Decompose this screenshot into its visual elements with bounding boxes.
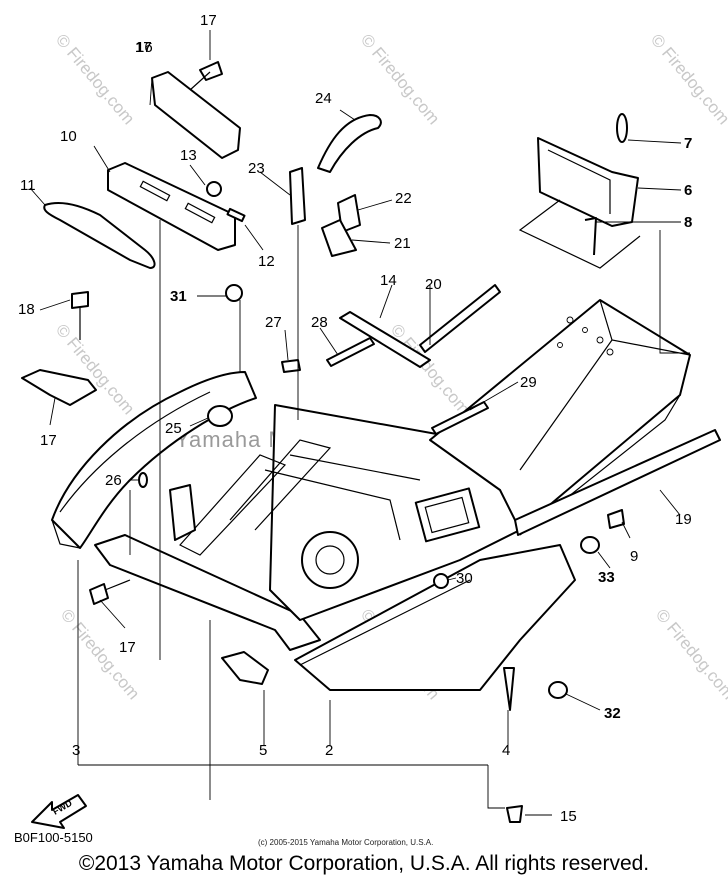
part-label: 3	[72, 742, 80, 759]
part-label: 17	[40, 432, 57, 449]
part-label: 26	[105, 472, 122, 489]
part-labels: 17 17 16 17 10 13 11 12 23 24 22 21 14 2…	[18, 12, 692, 825]
fwd-arrow: FWD	[31, 794, 87, 829]
part-label: 2	[325, 742, 333, 759]
part-label: 8	[684, 214, 692, 231]
watermark: © Firedog.com	[652, 605, 728, 703]
small-parts	[21, 61, 641, 823]
part-label: 14	[380, 272, 397, 289]
chassis-drawing	[51, 284, 721, 691]
part-label: 12	[258, 253, 275, 270]
part-label: 19	[675, 511, 692, 528]
part-label: 7	[684, 135, 692, 152]
part-label: 25	[165, 420, 182, 437]
leader-lines	[29, 30, 690, 816]
part-label: 11	[20, 177, 36, 194]
part-label: 33	[598, 569, 615, 586]
part-label: 32	[604, 705, 621, 722]
part-label: 6	[684, 182, 692, 199]
watermark: © Firedog.com	[357, 30, 443, 128]
part-label: 27	[265, 314, 282, 331]
watermark: © Firedog.com	[647, 30, 728, 128]
drawing-code: B0F100-5150	[14, 830, 93, 845]
part-label: 4	[502, 742, 510, 759]
part-label: 24	[315, 90, 332, 107]
part-label: 13	[180, 147, 197, 164]
part-label: 5	[259, 742, 267, 759]
part-label: 29	[520, 374, 537, 391]
part-label: 17	[200, 12, 217, 29]
part-label: 15	[560, 808, 577, 825]
part-label: 20	[425, 276, 442, 293]
part-label: 30	[456, 570, 473, 587]
part-label: 17	[135, 39, 152, 56]
small-copyright: (c) 2005-2015 Yamaha Motor Corporation, …	[258, 838, 433, 847]
part-label: 17	[135, 39, 152, 56]
part-label: 9	[630, 548, 638, 565]
watermark: © Firedog.com	[52, 30, 138, 128]
part-label: 23	[248, 160, 265, 177]
part-label: 17	[119, 639, 136, 656]
part-label: 18	[18, 301, 35, 318]
part-label: 21	[394, 235, 411, 252]
part-label: 22	[395, 190, 412, 207]
part-label: 28	[311, 314, 328, 331]
footer-copyright: ©2013 Yamaha Motor Corporation, U.S.A. A…	[78, 852, 650, 875]
part-label: 31	[170, 288, 187, 305]
part-label: 16	[136, 39, 153, 56]
part-label: 10	[60, 128, 77, 145]
